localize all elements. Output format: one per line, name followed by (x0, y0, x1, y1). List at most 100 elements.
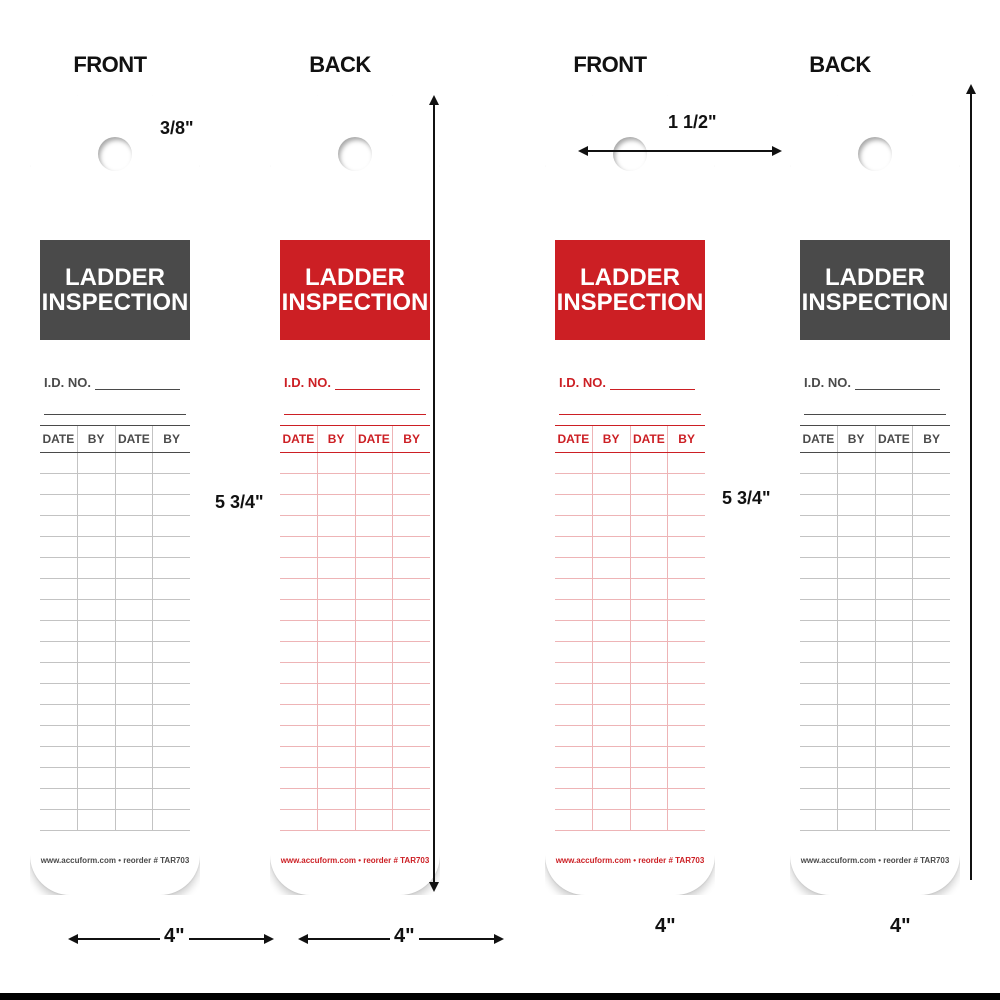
grid-row (555, 789, 705, 810)
grid-row (280, 516, 430, 537)
grid-row (40, 768, 190, 789)
col-date: DATE (356, 426, 394, 452)
id-field-label: I.D. NO. (44, 375, 91, 390)
grid-row (800, 621, 950, 642)
col-date: DATE (280, 426, 318, 452)
tag-footer: www.accuform.com • reorder # TAR703 (40, 856, 190, 865)
grid-row (800, 453, 950, 474)
grid-row (40, 705, 190, 726)
grid-row (40, 726, 190, 747)
grommet-hole-icon (613, 137, 647, 171)
grid-row (555, 705, 705, 726)
grid-row (800, 537, 950, 558)
grid-row (555, 579, 705, 600)
grid-row (40, 600, 190, 621)
grid-row (280, 684, 430, 705)
dimension-height-right: 5 3/4" (722, 488, 771, 508)
inspection-grid: DATE BY DATE BY (40, 425, 190, 835)
grid-row (280, 474, 430, 495)
grid-row (280, 621, 430, 642)
grid-row (40, 621, 190, 642)
col-by: BY (593, 426, 631, 452)
header-line-1: LADDER (580, 263, 680, 291)
inspection-grid: DATE BY DATE BY (280, 425, 430, 835)
dimension-width-3: 4" (655, 915, 676, 937)
grommet-hole-icon (858, 137, 892, 171)
tag-footer: www.accuform.com • reorder # TAR703 (280, 856, 430, 865)
grid-row (280, 453, 430, 474)
grid-row (40, 663, 190, 684)
grid-row (40, 453, 190, 474)
id-field: I.D. NO. (559, 375, 701, 390)
grid-row (800, 663, 950, 684)
arrow-right-icon (264, 934, 274, 944)
grid-row (800, 600, 950, 621)
blank-field (559, 400, 701, 415)
grid-row (40, 516, 190, 537)
grid-row (40, 642, 190, 663)
id-field-label: I.D. NO. (284, 375, 331, 390)
id-field-label: I.D. NO. (804, 375, 851, 390)
grommet-hole-icon (338, 137, 372, 171)
grid-row (280, 579, 430, 600)
grid-row (280, 705, 430, 726)
id-field-label: I.D. NO. (559, 375, 606, 390)
grid-row (800, 474, 950, 495)
grid-row (800, 558, 950, 579)
col-date: DATE (555, 426, 593, 452)
grid-row (555, 537, 705, 558)
arrow-up-icon (429, 95, 439, 105)
arrow-left-icon (578, 146, 588, 156)
col-date: DATE (116, 426, 154, 452)
arrow-down-icon (429, 882, 439, 892)
col-by: BY (403, 432, 420, 446)
grid-row (40, 789, 190, 810)
grid-row (800, 768, 950, 789)
tag-front: LADDER INSPECTION I.D. NO. DATE BY DATE … (30, 95, 200, 895)
id-field: I.D. NO. (284, 375, 426, 390)
grid-row (40, 495, 190, 516)
grid-row (800, 747, 950, 768)
grid-row (800, 705, 950, 726)
grid-row (800, 789, 950, 810)
grid-row (800, 684, 950, 705)
arrow-left-icon (68, 934, 78, 944)
tag-header: LADDER INSPECTION (555, 240, 705, 340)
view-label-back-1: BACK (309, 52, 371, 77)
id-field: I.D. NO. (804, 375, 946, 390)
view-label-front-2: FRONT (573, 52, 647, 77)
height-line-2 (970, 90, 972, 880)
col-date: DATE (876, 426, 914, 452)
blank-field (284, 400, 426, 415)
grid-row (555, 474, 705, 495)
col-by: BY (78, 426, 116, 452)
grid-row (555, 600, 705, 621)
grid-row (555, 663, 705, 684)
grid-row (40, 558, 190, 579)
dimension-height-left: 5 3/4" (215, 492, 264, 512)
height-line-1 (433, 100, 435, 890)
tag-header: LADDER INSPECTION (40, 240, 190, 340)
grid-row (40, 810, 190, 831)
grid-row (800, 726, 950, 747)
grid-header: DATE BY DATE BY (555, 425, 705, 453)
grid-row (555, 621, 705, 642)
grid-row (555, 768, 705, 789)
blank-field (44, 400, 186, 415)
view-label-back-2: BACK (809, 52, 871, 77)
tag-back: LADDER INSPECTION I.D. NO. DATE BY DATE … (790, 95, 960, 895)
grid-row (280, 642, 430, 663)
grid-row (555, 495, 705, 516)
arrow-right-icon (494, 934, 504, 944)
tag-back: LADDER INSPECTION I.D. NO. DATE BY DATE … (270, 95, 440, 895)
grid-row (800, 495, 950, 516)
hole-spacing-line (585, 150, 775, 152)
arrow-left-icon (298, 934, 308, 944)
col-by: BY (838, 426, 876, 452)
header-line-2: INSPECTION (556, 289, 704, 316)
tag-footer: www.accuform.com • reorder # TAR703 (555, 856, 705, 865)
grid-row (800, 642, 950, 663)
blank-field (804, 400, 946, 415)
grid-row (280, 768, 430, 789)
grid-row (280, 726, 430, 747)
